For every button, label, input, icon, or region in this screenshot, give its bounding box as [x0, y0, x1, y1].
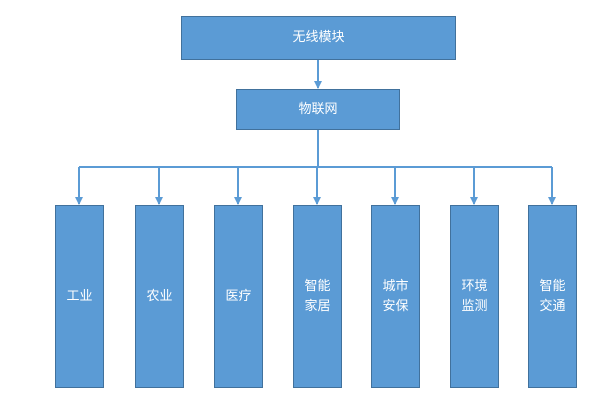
leaf-node-label: 智能家居 [304, 278, 331, 314]
leaf-node-label: 农业 [146, 288, 173, 304]
leaf-node-smart-home: 智能家居 [293, 205, 342, 388]
middle-node-iot: 物联网 [236, 89, 400, 130]
leaf-node-agriculture: 农业 [135, 205, 184, 388]
leaf-node-label: 环境监测 [461, 278, 488, 314]
leaf-node-medical: 医疗 [214, 205, 263, 388]
leaf-node-label: 智能交通 [539, 278, 566, 314]
leaf-node-city-security: 城市安保 [371, 205, 420, 388]
root-node-label: 无线模块 [292, 30, 345, 45]
leaf-node-smart-traffic: 智能交通 [528, 205, 577, 388]
leaf-node-industry: 工业 [55, 205, 104, 388]
leaf-node-label: 城市安保 [382, 278, 409, 314]
leaf-node-environment-monitoring: 环境监测 [450, 205, 499, 388]
root-node-wireless-module: 无线模块 [181, 16, 456, 60]
leaf-node-label: 医疗 [225, 288, 252, 304]
middle-node-label: 物联网 [298, 101, 338, 117]
leaf-node-label: 工业 [66, 288, 93, 304]
